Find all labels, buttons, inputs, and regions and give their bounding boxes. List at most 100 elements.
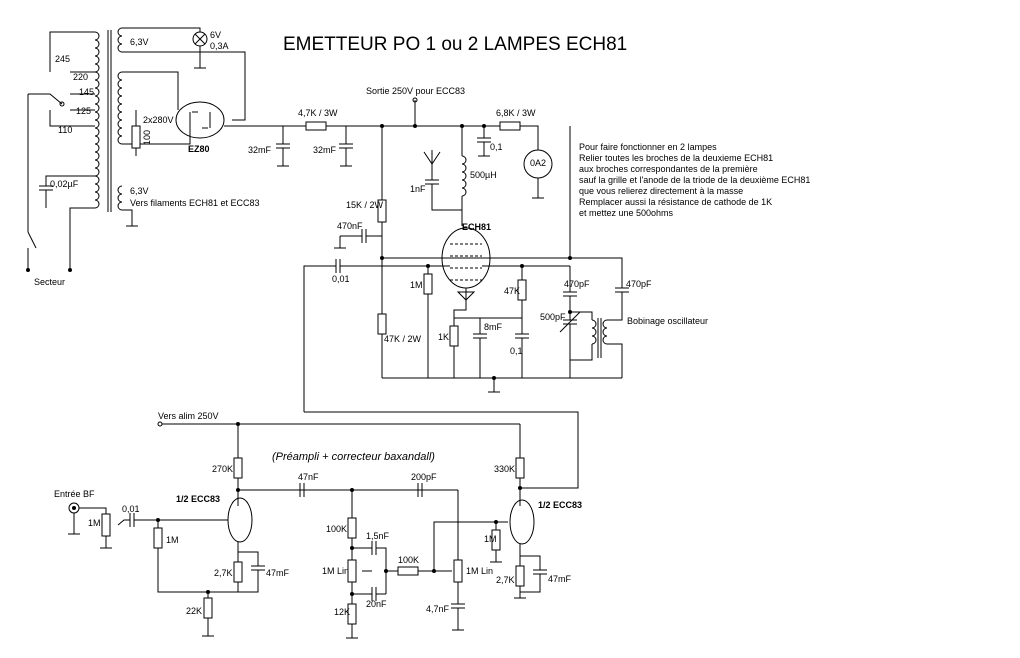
r47k2w-label: 47K / 2W <box>384 334 422 344</box>
c200pf-label: 200pF <box>411 472 437 482</box>
oa2-wire <box>520 125 539 150</box>
mains-wire-right <box>69 207 95 270</box>
c47nf-label: 47nF <box>298 472 319 482</box>
c8mf-label: 8mF <box>484 322 503 332</box>
schematic-title: EMETTEUR PO 1 ou 2 LAMPES ECH81 <box>283 34 627 55</box>
junction <box>568 310 572 314</box>
hv-wire-b <box>122 128 191 145</box>
r330k-label: 330K <box>494 464 515 474</box>
osc-coil-secondary <box>602 319 608 345</box>
note-line-5: que vous relierez directement à la masse <box>579 186 743 196</box>
tap-label-145: 145 <box>79 87 94 97</box>
mains-switch <box>27 231 37 249</box>
c15nf-wire-b <box>376 547 387 594</box>
c470b-label: 470pF <box>564 279 590 289</box>
mains-terminal-b <box>68 268 72 272</box>
voltage-selector <box>28 93 63 105</box>
junction <box>236 422 240 426</box>
junction <box>482 124 486 128</box>
pot1m-label: 1M <box>88 518 101 528</box>
note-line-2: Relier toutes les broches de la deuxieme… <box>579 153 773 163</box>
junction <box>413 124 417 128</box>
ez80-label: EZ80 <box>188 144 210 154</box>
c1nf-wire <box>431 184 462 211</box>
junction <box>426 264 430 268</box>
r100-label: 100 <box>142 130 152 145</box>
junction <box>236 488 240 492</box>
junction <box>384 569 388 573</box>
tap-wire-245 <box>49 31 95 72</box>
output-label: Sortie 250V pour ECC83 <box>366 86 465 96</box>
c01-label: 0,1 <box>490 142 503 152</box>
c500-variable-arrow <box>559 311 581 333</box>
switch-label: Secteur <box>34 277 65 287</box>
oa2-label: 0A2 <box>530 158 546 168</box>
pot-lin-a-body <box>347 559 357 583</box>
junction <box>206 590 210 594</box>
ech81-label: ECH81 <box>462 222 491 232</box>
secondary-6v3-top <box>117 27 123 53</box>
coil-wire-d <box>607 343 623 378</box>
r47k3w-label: 4,7K / 3W <box>298 108 338 118</box>
hv-wire-a <box>122 71 179 110</box>
input-jack-pin <box>72 506 76 510</box>
c47mf-a-wire-b <box>207 570 259 598</box>
power-supply: 245 220 145 125 110 Secteur 0,02µF 6,3V … <box>26 27 553 287</box>
note-line-1: Pour faire fonctionner en 2 lampes <box>579 142 717 152</box>
grid-feed-wire <box>303 265 336 412</box>
fil-top-label: 6,3V <box>130 37 149 47</box>
modulation-feed-wire <box>304 411 579 489</box>
note-line-6: Remplacer aussi la résistance de cathode… <box>579 197 772 207</box>
c32a-label: 32mF <box>248 145 272 155</box>
mains-terminal-a <box>26 268 30 272</box>
ecc83-a-envelope <box>227 497 253 543</box>
notes-block: Pour faire fonctionner en 2 lampes Relie… <box>579 142 810 218</box>
ez80-electrodes <box>189 111 211 129</box>
pot-lin-a-label: 1M Lin <box>322 566 349 576</box>
r22k-body <box>203 597 213 619</box>
r100k-b-body <box>397 566 419 576</box>
hv-label: 2x280V <box>143 115 174 125</box>
r330k-body <box>515 457 525 479</box>
junction <box>350 546 354 550</box>
r22k-label: 22K <box>186 606 202 616</box>
junction <box>380 256 384 260</box>
tap-label-220: 220 <box>73 72 88 82</box>
grid-b-wire <box>433 521 508 571</box>
supply-label: Vers alim 250V <box>158 411 219 421</box>
preamp-stage: Vers alim 250V (Préampli + correcteur ba… <box>54 411 582 639</box>
lamp-wire-top <box>122 27 201 32</box>
ecc83-b-label: 1/2 ECC83 <box>538 500 582 510</box>
preamp-label: (Préampli + correcteur baxandall) <box>272 451 435 463</box>
coil-label: Bobinage oscillateur <box>627 316 708 326</box>
c470c-wire-a <box>570 257 623 288</box>
oscillator-stage: 15K / 2W 470nF 500µH 1nF ECH81 0,01 <box>303 126 708 412</box>
c001-p-label: 0,01 <box>122 504 140 514</box>
r15k-label: 15K / 2W <box>346 200 384 210</box>
r68k3w-label: 6,8K / 3W <box>496 108 536 118</box>
r270k-body <box>233 457 243 479</box>
tap-label-245: 245 <box>55 54 70 64</box>
c001-label: 0,01 <box>332 274 350 284</box>
l500-coil <box>461 155 467 197</box>
note-line-4: sauf la grille et l'anode de la triode d… <box>579 175 810 185</box>
r47k3w-body <box>305 121 327 131</box>
junction <box>350 592 354 596</box>
junction <box>156 518 160 522</box>
note-line-7: et mettez une 500ohms <box>579 208 674 218</box>
tap-label-110: 110 <box>58 125 72 135</box>
c47mf-b-wire <box>520 555 541 570</box>
junction <box>492 376 496 380</box>
junction <box>494 520 498 524</box>
junction <box>520 264 524 268</box>
ecc83-b-envelope <box>509 499 535 545</box>
ez80-envelope <box>175 101 225 139</box>
pot1m-body <box>101 513 111 537</box>
c47mf-b-label: 47mF <box>548 574 572 584</box>
input-wire <box>79 507 107 514</box>
r1m-a-wire-b <box>157 548 208 593</box>
c470a-label: 470nF <box>337 221 363 231</box>
c47mf-a-label: 47mF <box>266 568 290 578</box>
lamp-label-a: 0,3A <box>210 41 229 51</box>
